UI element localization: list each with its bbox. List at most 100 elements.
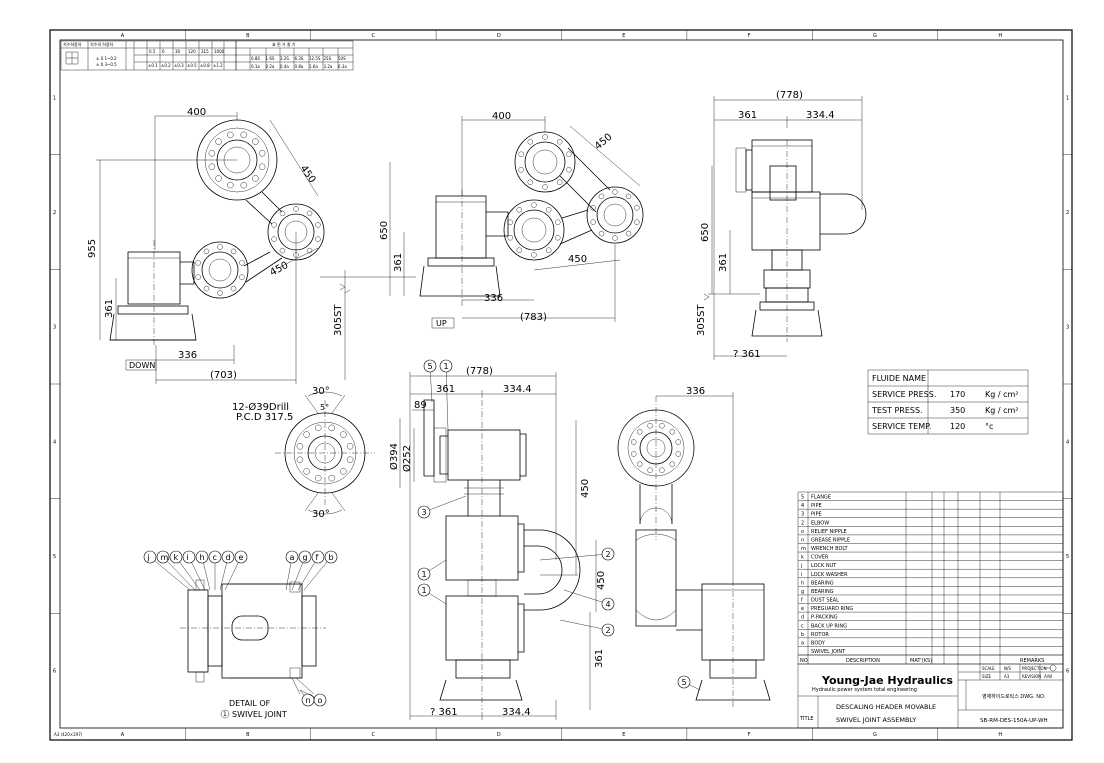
svg-text:(778): (778): [466, 366, 493, 377]
bolt-hole: [516, 207, 523, 213]
condition-value: 350: [950, 406, 965, 415]
condition-label: FLUIDE NAME: [872, 374, 926, 383]
parts-no-cell: 2: [801, 520, 804, 526]
svg-text:DETAIL OF: DETAIL OF: [229, 699, 271, 708]
bolt-hole: [669, 429, 675, 435]
bolt-hole: [527, 179, 534, 185]
bolt-hole: [507, 235, 513, 241]
parts-no-cell: g: [801, 589, 804, 595]
svg-text:30°: 30°: [312, 386, 330, 397]
grid-col-label: A: [121, 732, 125, 738]
outer-border: [49, 29, 1073, 741]
svg-text:450: 450: [593, 132, 615, 153]
bolt-hole: [279, 247, 286, 254]
svg-text:± 0.1~0.2: ± 0.1~0.2: [96, 56, 117, 61]
svg-text:305ST: 305ST: [696, 304, 707, 336]
part-balloon: [313, 693, 327, 707]
svg-text:REVISION: REVISION: [1022, 674, 1041, 679]
svg-text:12-Ø39Drill: 12-Ø39Drill: [232, 401, 289, 413]
parts-desc-cell: BEARING: [811, 589, 834, 595]
svg-text:(783): (783): [520, 312, 547, 323]
tol-value-cell: ±0.5: [187, 63, 197, 68]
grid-row-label: 5: [1066, 554, 1069, 560]
bolt-hole: [315, 222, 321, 228]
svg-text:UP: UP: [436, 319, 447, 328]
bolt-hole: [555, 235, 561, 241]
svg-text:361: 361: [393, 253, 404, 272]
svg-text:361: 361: [436, 384, 455, 395]
tol-size-cell: 1000: [214, 49, 225, 54]
bolt-hole: [507, 219, 513, 225]
grid-col-label: F: [748, 732, 751, 738]
part-balloon-label: 2: [606, 626, 611, 635]
svg-text:400: 400: [492, 111, 511, 122]
grid-row-label: 3: [53, 325, 56, 331]
bolt-hole: [217, 290, 223, 296]
grid-row-label: 3: [1066, 325, 1069, 331]
part-balloon-label: 3: [422, 508, 427, 517]
svg-text:1: 1: [223, 711, 227, 718]
tol-value-cell: ±1.2: [213, 63, 223, 68]
bolt-hole: [203, 248, 210, 255]
bolt-hole: [531, 252, 537, 258]
svg-text:361: 361: [738, 110, 757, 121]
parts-desc-cell: PIPE: [811, 512, 822, 518]
parts-no-cell: b: [801, 632, 804, 638]
bolt-hole: [545, 207, 552, 213]
parts-desc-cell: COVER: [811, 555, 829, 561]
svg-text:955: 955: [87, 239, 98, 258]
part-balloon-label: f: [316, 553, 319, 562]
condition-label: TEST PRESS.: [871, 406, 923, 415]
svg-text:± 0.3~0.5: ± 0.3~0.5: [96, 62, 117, 67]
part-balloon: [182, 550, 196, 564]
bolt-hole: [306, 210, 313, 217]
svg-text:A/W: A/W: [1044, 674, 1052, 679]
bolt-hole: [315, 474, 322, 482]
tol-value-cell: ±0.2: [161, 63, 171, 68]
part-balloon-label: 2: [606, 550, 611, 559]
bolt-hole: [195, 260, 201, 266]
svg-text:(703): (703): [210, 370, 237, 381]
part-balloon: [324, 550, 338, 564]
parts-desc-cell: GREASE NIPPLE: [811, 537, 850, 543]
drawing-number: SB-RM-DES-150A-UP-WH: [980, 718, 1048, 724]
bolt-hole: [675, 451, 681, 457]
grid-col-label: E: [622, 33, 625, 39]
parts-no-cell: 3: [801, 512, 804, 518]
parts-no-cell: h: [801, 580, 804, 586]
bolt-hole: [518, 167, 524, 173]
svg-text:450: 450: [568, 254, 587, 265]
roughness-cell: 3.2a: [324, 64, 333, 69]
parts-no-cell: c: [801, 623, 804, 629]
view-front: (778) 361 334.4 89 Ø394 Ø252 450 450 361…: [388, 359, 615, 720]
svg-text:89: 89: [414, 400, 427, 411]
bolt-hole: [208, 163, 216, 170]
svg-text:334.4: 334.4: [502, 707, 531, 718]
parts-desc-cell: SWIVEL JOINT: [811, 649, 846, 655]
bolt-hole: [545, 247, 552, 253]
bolt-hole: [659, 467, 665, 473]
bolt-hole: [612, 235, 618, 241]
part-balloon-label: 1: [422, 586, 427, 595]
svg-text:450: 450: [580, 479, 591, 498]
parts-desc-cell: DUST SEAL: [811, 598, 839, 604]
part-balloon-label: a: [290, 553, 295, 562]
bolt-hole: [239, 260, 245, 266]
roughness-cell: 0.8S: [251, 56, 260, 61]
tol-value-cell: ±0.3: [174, 63, 184, 68]
parts-no-cell: d: [801, 615, 804, 621]
bolt-hole: [556, 179, 563, 185]
part-balloon-label: o: [318, 696, 323, 705]
bolt-hole: [598, 193, 605, 200]
svg-text:450: 450: [298, 163, 318, 185]
bolt-hole: [195, 274, 201, 280]
parts-no-cell: i: [801, 572, 802, 578]
roughness-cell: 1.6a: [309, 64, 318, 69]
part-balloon-label: i: [187, 553, 189, 562]
roughness-cell: 6.3S: [295, 56, 304, 61]
condition-label: SERVICE PRESS.: [872, 390, 936, 399]
svg-text:336: 336: [686, 386, 705, 397]
